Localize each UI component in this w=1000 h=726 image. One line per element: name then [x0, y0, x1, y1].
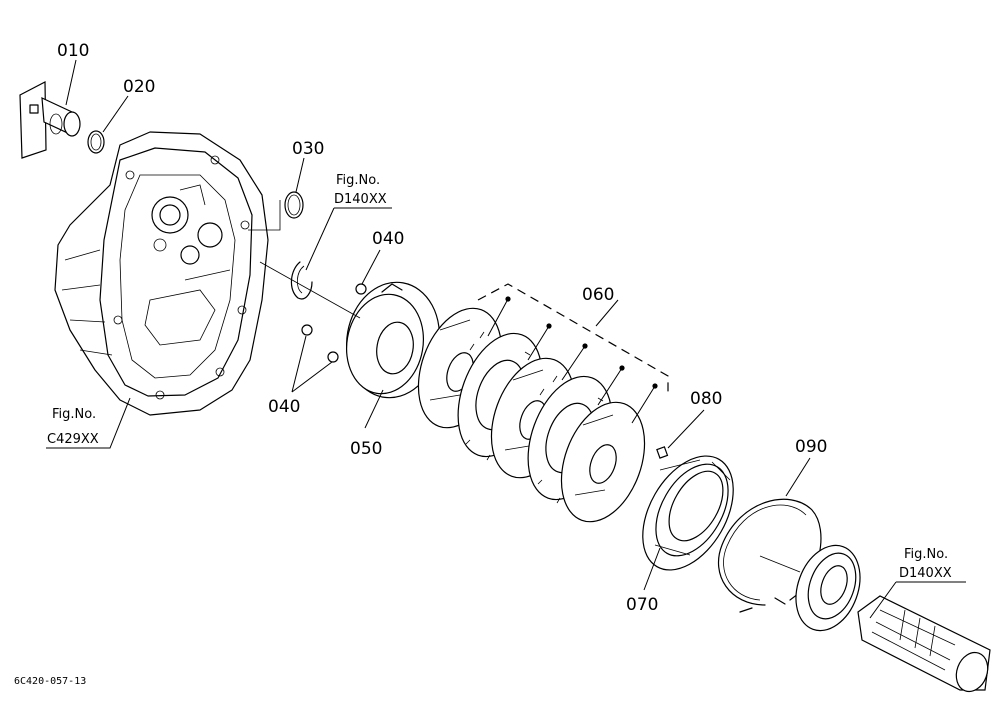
- figref-1-code: D140XX: [334, 192, 387, 207]
- figref-2-code: C429XX: [47, 432, 99, 447]
- part-010-shaft: [19, 81, 81, 159]
- figref-2-title: Fig.No.: [52, 407, 96, 422]
- label-040-upper: 040: [372, 229, 404, 249]
- figref-3-title: Fig.No.: [904, 547, 948, 562]
- label-020: 020: [123, 77, 155, 97]
- part-060-clutch-discs: [417, 283, 669, 523]
- figref-3-code: D140XX: [899, 566, 952, 581]
- part-080-pin: [656, 446, 669, 459]
- part-050-cam-plate: [345, 281, 441, 399]
- label-090: 090: [795, 437, 827, 457]
- transmission-housing: [54, 131, 269, 416]
- axis-lines: [248, 200, 801, 573]
- part-030-o-ring: [284, 191, 304, 219]
- part-040-balls: [301, 283, 367, 363]
- label-060: 060: [582, 285, 614, 305]
- drawing-code: 6C420-057-13: [14, 676, 86, 687]
- label-070: 070: [626, 595, 658, 615]
- bearing: [795, 544, 861, 632]
- label-030: 030: [292, 139, 324, 159]
- part-070-piston: [642, 455, 734, 571]
- label-010: 010: [57, 41, 89, 61]
- label-040-lower: 040: [268, 397, 300, 417]
- splined-shaft-ref: [857, 595, 991, 693]
- label-050: 050: [350, 439, 382, 459]
- label-080: 080: [690, 389, 722, 409]
- snap-ring-ref: [290, 261, 313, 300]
- part-020-o-ring: [87, 130, 105, 154]
- figref-1-title: Fig.No.: [336, 173, 380, 188]
- leader-lines: [46, 59, 966, 619]
